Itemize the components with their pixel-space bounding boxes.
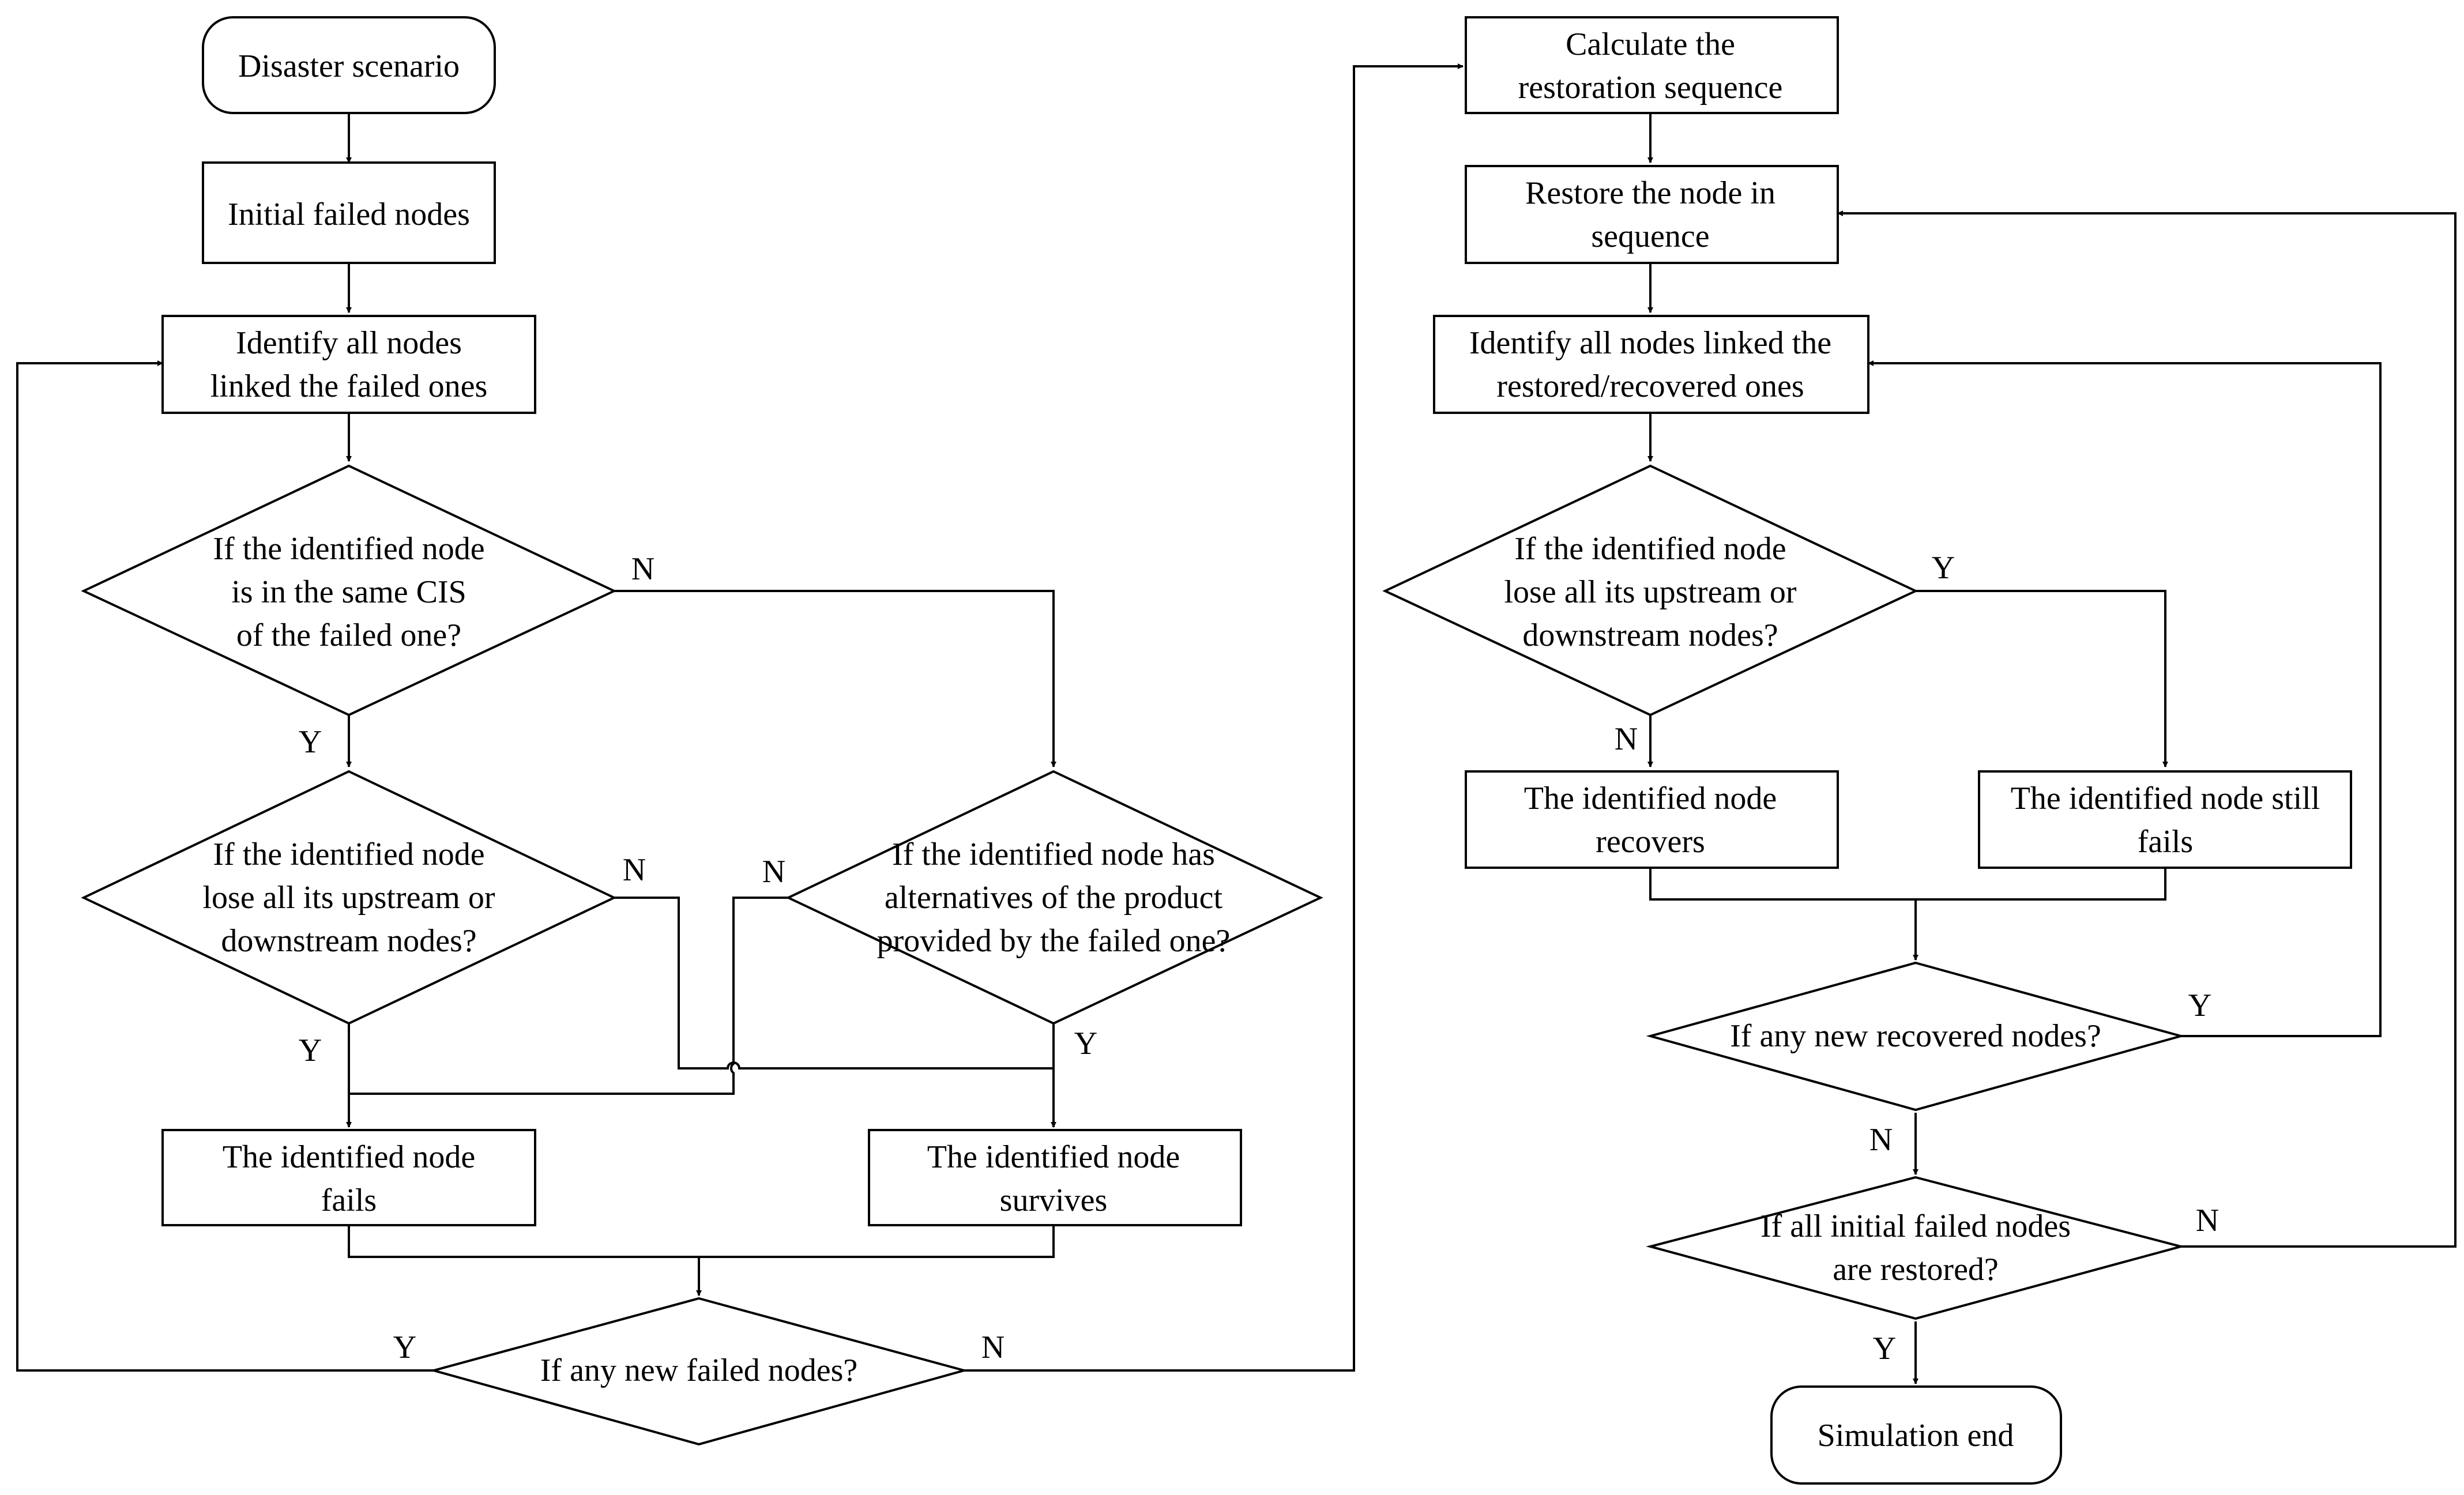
alternatives-label-1: If the identified node has	[892, 837, 1215, 872]
any-new-recovered-yes-label: Y	[2188, 988, 2211, 1023]
start-terminal	[202, 16, 496, 114]
same-cis-yes-label: Y	[299, 724, 322, 760]
connector-loseleft-no	[614, 897, 1054, 1070]
any-new-recovered-no-label: N	[1869, 1122, 1893, 1158]
lose-left-label-1: If the identified node	[213, 837, 484, 872]
node-still-fails-label-2: fails	[2138, 824, 2193, 860]
node-fails-label-1: The identified node	[223, 1139, 476, 1175]
any-new-failed-no-label: N	[981, 1330, 1005, 1365]
connectors	[16, 63, 2457, 1384]
connector-survives-to-question	[699, 1225, 1055, 1258]
identify-restored-links-box	[1433, 315, 1869, 414]
calculate-sequence-label-1: Calculate the	[1566, 27, 1735, 62]
node-recovers-box	[1465, 770, 1839, 869]
shapes	[81, 16, 2352, 1485]
same-cis-decision	[81, 464, 617, 717]
identify-failed-links-label-2: linked the failed ones	[210, 368, 488, 404]
lose-right-label-2: lose all its upstream or	[1504, 574, 1796, 610]
lose-right-no-label: N	[1615, 721, 1638, 757]
any-new-recovered-label: If any new recovered nodes?	[1730, 1018, 2101, 1054]
branch-labels: N Y N Y N Y Y N Y N Y N N Y	[299, 550, 2219, 1366]
calculate-sequence-box	[1465, 16, 1839, 114]
connector-fails-to-question	[348, 1225, 702, 1296]
lose-left-no-label: N	[623, 852, 646, 888]
connector-loseright-yes	[1916, 590, 2168, 767]
node-survives-label-2: survives	[1000, 1183, 1108, 1218]
lose-updown-decision-left	[81, 770, 617, 1025]
alternatives-yes-label: Y	[1074, 1026, 1097, 1061]
same-cis-no-label: N	[631, 551, 654, 587]
node-still-fails-label-1: The identified node still	[2011, 781, 2320, 816]
connector-anyrecovered-yes-loop	[1868, 360, 2382, 1037]
all-restored-label-2: are restored?	[1833, 1252, 1999, 1287]
any-new-failed-decision	[429, 1297, 969, 1446]
restore-sequence-label-1: Restore the node in	[1525, 175, 1775, 211]
alternatives-decision	[785, 770, 1323, 1025]
lose-left-yes-label: Y	[299, 1033, 322, 1068]
connector-alternatives-no	[349, 897, 788, 1095]
same-cis-label-1: If the identified node	[213, 531, 484, 567]
initial-failed-nodes-label: Initial failed nodes	[228, 197, 470, 232]
connector-stillfails-to-question	[1916, 868, 2166, 901]
all-restored-yes-label: Y	[1873, 1331, 1896, 1366]
node-fails-box	[161, 1129, 536, 1226]
connector-allrestored-no-loop	[1837, 210, 2457, 1248]
alternatives-label-3: provided by the failed one?	[877, 923, 1231, 959]
node-survives-label-1: The identified node	[927, 1139, 1180, 1175]
restore-in-sequence-box	[1465, 165, 1839, 264]
any-new-recovered-decision	[1646, 961, 2185, 1112]
lose-left-label-2: lose all its upstream or	[202, 880, 495, 916]
lose-right-label-3: downstream nodes?	[1522, 617, 1778, 653]
node-recovers-label-1: The identified node	[1524, 781, 1777, 816]
alternatives-label-2: alternatives of the product	[885, 880, 1223, 916]
initial-failed-nodes-box	[202, 161, 496, 264]
connector-anyfailed-yes-loop	[16, 360, 434, 1372]
any-new-failed-yes-label: Y	[393, 1330, 416, 1365]
restore-sequence-label-2: sequence	[1591, 219, 1709, 254]
identify-failed-links-box	[161, 315, 536, 414]
identify-failed-links-label-1: Identify all nodes	[236, 325, 462, 361]
connector-anyfailed-no	[964, 63, 1464, 1372]
all-restored-no-label: N	[2196, 1203, 2219, 1238]
same-cis-label-3: of the failed one?	[236, 617, 461, 653]
identify-restored-label-2: restored/recovered ones	[1496, 368, 1804, 404]
node-recovers-label-2: recovers	[1596, 824, 1705, 860]
lose-left-label-3: downstream nodes?	[221, 923, 476, 959]
alternatives-no-label: N	[762, 854, 785, 890]
node-fails-label-2: fails	[321, 1183, 377, 1218]
connector-samecis-no	[614, 590, 1056, 767]
connector-recovers-to-question	[1649, 868, 1918, 961]
simulation-end-label: Simulation end	[1818, 1418, 2014, 1453]
lose-right-yes-label: Y	[1932, 550, 1955, 586]
node-survives-box	[868, 1129, 1242, 1226]
node-still-fails-box	[1978, 770, 2352, 869]
same-cis-label-2: is in the same CIS	[231, 574, 467, 610]
identify-restored-label-1: Identify all nodes linked the	[1469, 325, 1831, 361]
all-restored-label-1: If all initial failed nodes	[1760, 1208, 2071, 1244]
disaster-scenario-label: Disaster scenario	[238, 48, 460, 84]
lose-updown-decision-right	[1382, 464, 1918, 717]
lose-right-label-1: If the identified node	[1514, 531, 1786, 567]
node-labels: Disaster scenario Initial failed nodes I…	[202, 27, 2320, 1453]
any-new-failed-label: If any new failed nodes?	[540, 1353, 857, 1388]
calculate-sequence-label-2: restoration sequence	[1518, 70, 1783, 106]
end-terminal	[1770, 1385, 2062, 1485]
all-restored-decision	[1646, 1176, 2185, 1320]
